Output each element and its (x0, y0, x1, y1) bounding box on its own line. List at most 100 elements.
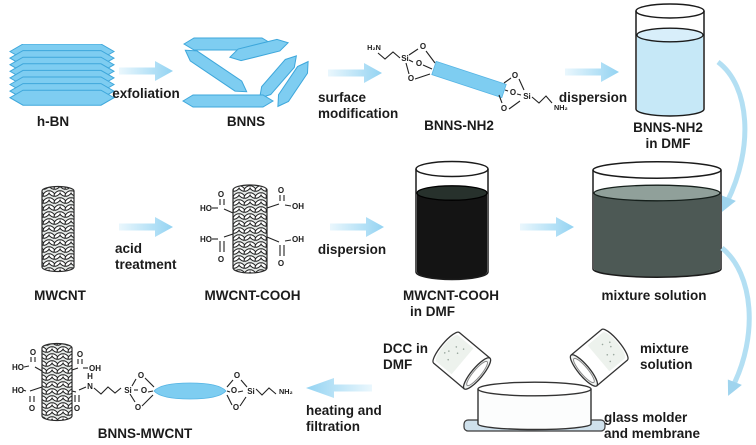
bnns-nh2-label: BNNS-NH2 (414, 118, 504, 134)
mixture-solution-label: mixture solution (594, 288, 714, 304)
bnns-nh2-dmf-line1: BNNS-NH2 (633, 120, 703, 135)
n-atom-label: N (87, 382, 93, 391)
bnns-mwcnt-structure: O HO O OH HO O O N H Si O O O O O O Si N… (12, 342, 293, 422)
ho-group-label: HO (12, 363, 24, 372)
exfoliation-label: exfoliation (98, 86, 194, 102)
oh-group-label: OH (89, 364, 101, 373)
bnns-nh2-dmf-beaker (635, 3, 705, 117)
bnns-sheet-bar (431, 60, 507, 99)
bnns-nh2-structure: H₂N Si O O O O O O Si NH₂ (367, 42, 568, 113)
hbn-stack-illustration (8, 44, 116, 106)
exfoliation-label-text: exfoliation (112, 86, 180, 101)
surface-modification-line2: modification (318, 105, 399, 121)
dispersion-row2-text: dispersion (317, 242, 387, 257)
mwcnt-cooh-label-text: MWCNT-COOH (204, 288, 301, 303)
surface-modification-line1: surface (318, 90, 367, 105)
bnns-label-text: BNNS (226, 114, 266, 129)
mwcnt-tube (41, 342, 73, 422)
o-atom-label: O (231, 386, 237, 395)
oh-group-label: OH (292, 235, 304, 244)
mwcnt-cooh-dmf-line2: in DMF (410, 303, 455, 319)
nh2-atom-label: NH₂ (279, 387, 293, 396)
surface-modification-label: surface modification (318, 90, 398, 121)
o-atom-label: O (218, 190, 224, 199)
mwcnt-cooh-liquid-surface (416, 185, 488, 201)
o-atom-label: O (420, 42, 426, 51)
curved-arrow-2 (720, 246, 752, 396)
mixture-pour-line1: mixture (640, 341, 689, 356)
dcc-liquid (435, 335, 474, 375)
o-atom-label: O (74, 404, 80, 413)
heating-filtration-label: heating and filtration (306, 403, 382, 434)
o-atom-label: O (408, 74, 414, 83)
glass-molder-label: glass molder and membrane (604, 410, 700, 441)
dispersion-arrow-row2-icon (330, 217, 384, 237)
mwcnt-tube (41, 185, 75, 273)
mwcnt-cooh-dmf-beaker (415, 160, 489, 281)
mixture-solution-beaker (592, 161, 722, 278)
mwcnt-tube (232, 184, 268, 274)
mwcnt-label: MWCNT (25, 288, 95, 304)
bnns-nh2-liquid (637, 35, 703, 116)
bnns-nh2-dmf-line2: in DMF (645, 135, 691, 151)
o-atom-label: O (501, 104, 507, 113)
bnns-nh2-dmf-label: BNNS-NH2 in DMF (620, 120, 716, 151)
ho-group-label: HO (200, 204, 212, 213)
hbn-label: h-BN (18, 114, 88, 130)
mixture-pour-liquid (587, 332, 626, 372)
h-atom-label: H (87, 372, 93, 381)
dispersion-label-row1: dispersion (555, 90, 631, 106)
mixture-pour-label: mixture solution (640, 341, 693, 372)
mixture-solution-text: mixture solution (601, 288, 707, 303)
exfoliation-arrow-icon (119, 61, 173, 81)
bnns-mwcnt-label-text: BNNS-MWCNT (97, 426, 193, 441)
o-atom-label: O (30, 348, 36, 357)
heating-filtration-arrow-icon (306, 378, 372, 398)
acid-treatment-line1: acid (115, 241, 143, 256)
dispersion-label-row2: dispersion (314, 242, 390, 258)
dcc-pour-beaker (432, 331, 492, 390)
ho-group-label: HO (12, 386, 24, 395)
si-atom-label: Si (523, 92, 531, 101)
mwcnt-cooh-dmf-line1: MWCNT-COOH (403, 288, 499, 303)
acid-treatment-line2: treatment (115, 256, 177, 272)
mixture-pour-line2: solution (640, 356, 693, 372)
mwcnt-tube-illustration (41, 185, 75, 273)
o-atom-label: O (141, 386, 147, 395)
curved-arrow-1 (716, 60, 748, 212)
o-atom-label: O (278, 259, 284, 268)
o-atom-label: O (416, 59, 422, 68)
o-atom-label: O (510, 88, 516, 97)
o-atom-label: O (135, 403, 141, 412)
molder-rim (477, 381, 592, 397)
nh2-atom-label: NH₂ (554, 103, 568, 112)
dcc-line2: DMF (383, 356, 413, 372)
bnns-label: BNNS (211, 114, 281, 130)
surface-modification-arrow-icon (328, 63, 382, 83)
molder-line1: glass molder (604, 410, 688, 425)
dcc-dmf-label: DCC in DMF (383, 341, 428, 372)
o-atom-label: O (77, 350, 83, 359)
mixture-pour-beaker (569, 328, 629, 387)
o-atom-label: O (233, 403, 239, 412)
bnns-mwcnt-label: BNNS-MWCNT (85, 426, 205, 442)
h2n-atom-label: H₂N (367, 43, 381, 52)
mixture-liquid-surface (593, 184, 721, 202)
acid-treatment-label: acid treatment (115, 241, 177, 272)
mwcnt-cooh-structure: O HO O OH HO O OH O (200, 184, 304, 274)
mwcnt-cooh-label: MWCNT-COOH (195, 288, 310, 304)
bnns-nh2-liquid-surface (636, 27, 704, 43)
oh-group-label: OH (292, 202, 304, 211)
o-atom-label: O (278, 186, 284, 195)
heating-line2: filtration (306, 418, 360, 434)
bnns-sheets-illustration (182, 37, 309, 108)
ho-group-label: HO (200, 235, 212, 244)
dispersion-arrow-row1-icon (565, 62, 619, 82)
mwcnt-label-text: MWCNT (34, 288, 86, 303)
dcc-line1: DCC in (383, 341, 428, 356)
hbn-label-text: h-BN (36, 114, 70, 129)
mwcnt-cooh-liquid (417, 193, 487, 280)
o-atom-label: O (138, 371, 144, 380)
o-atom-label: O (218, 255, 224, 264)
